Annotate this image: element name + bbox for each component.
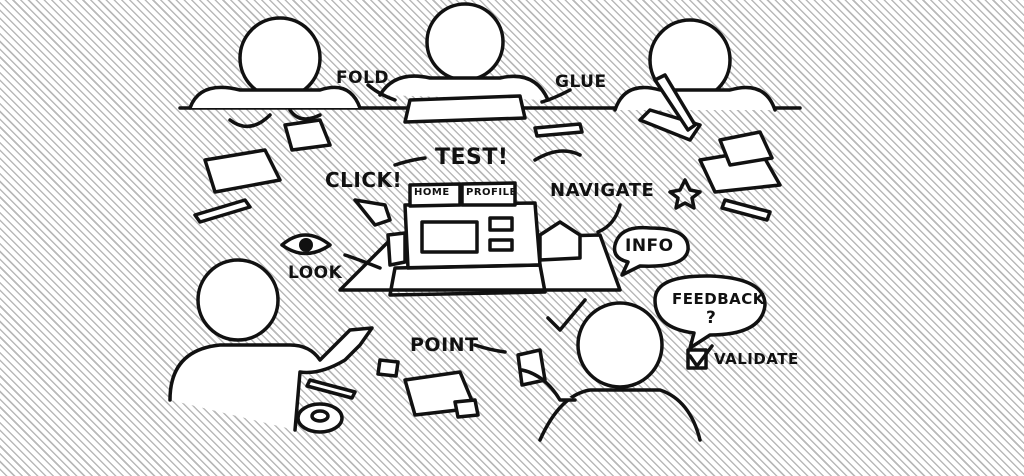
- arrow-icon: [393, 156, 427, 167]
- paper: [453, 398, 480, 419]
- paper: [203, 148, 282, 194]
- feedback-bubble: [653, 274, 767, 350]
- paper: [283, 118, 332, 152]
- arrow-icon: [533, 149, 582, 162]
- arrow-icon: [596, 203, 622, 234]
- label-fold: FOLD: [336, 68, 390, 88]
- marker-icon: [720, 198, 772, 222]
- label-feedback: FEEDBACK: [672, 290, 765, 308]
- pencil-icon: [305, 378, 357, 400]
- arrow-icon: [473, 343, 507, 354]
- paper: [376, 358, 400, 378]
- info-bubble: [612, 225, 690, 277]
- person-top-left: [188, 16, 362, 129]
- person-top-right: [613, 18, 777, 142]
- pencil-icon: [653, 73, 697, 132]
- label-test: TEST!: [435, 145, 509, 170]
- label-point: POINT: [410, 334, 479, 356]
- label-glue: GLUE: [555, 72, 607, 92]
- tab-profile-label: PROFILE: [466, 187, 517, 198]
- label-click: CLICK!: [325, 168, 403, 192]
- arrow-icon: [366, 83, 397, 102]
- eye-icon: [280, 233, 332, 256]
- hand-icon: [353, 198, 392, 227]
- house-icon: [538, 220, 582, 262]
- tape-roll-icon: [296, 402, 344, 434]
- paper-prototype: [338, 181, 622, 297]
- label-look: LOOK: [288, 263, 343, 283]
- paper: [718, 130, 774, 167]
- label-navigate: NAVIGATE: [550, 180, 655, 201]
- label-feedback-question: ?: [706, 308, 717, 328]
- marker-icon: [193, 198, 252, 224]
- person-top-center: [378, 2, 550, 124]
- tab-home-label: HOME: [414, 187, 450, 198]
- person-bottom-right: [516, 301, 702, 442]
- arrow-icon: [343, 253, 382, 270]
- checkbox-icon: [686, 348, 708, 370]
- label-info: INFO: [625, 236, 674, 256]
- marker-icon: [533, 122, 584, 138]
- person-bottom-left: [168, 258, 374, 432]
- arrow-icon: [540, 88, 572, 104]
- tab-home: [408, 182, 462, 208]
- label-validate: VALIDATE: [714, 350, 799, 368]
- tab-profile: [460, 181, 517, 207]
- star-icon: [668, 178, 702, 210]
